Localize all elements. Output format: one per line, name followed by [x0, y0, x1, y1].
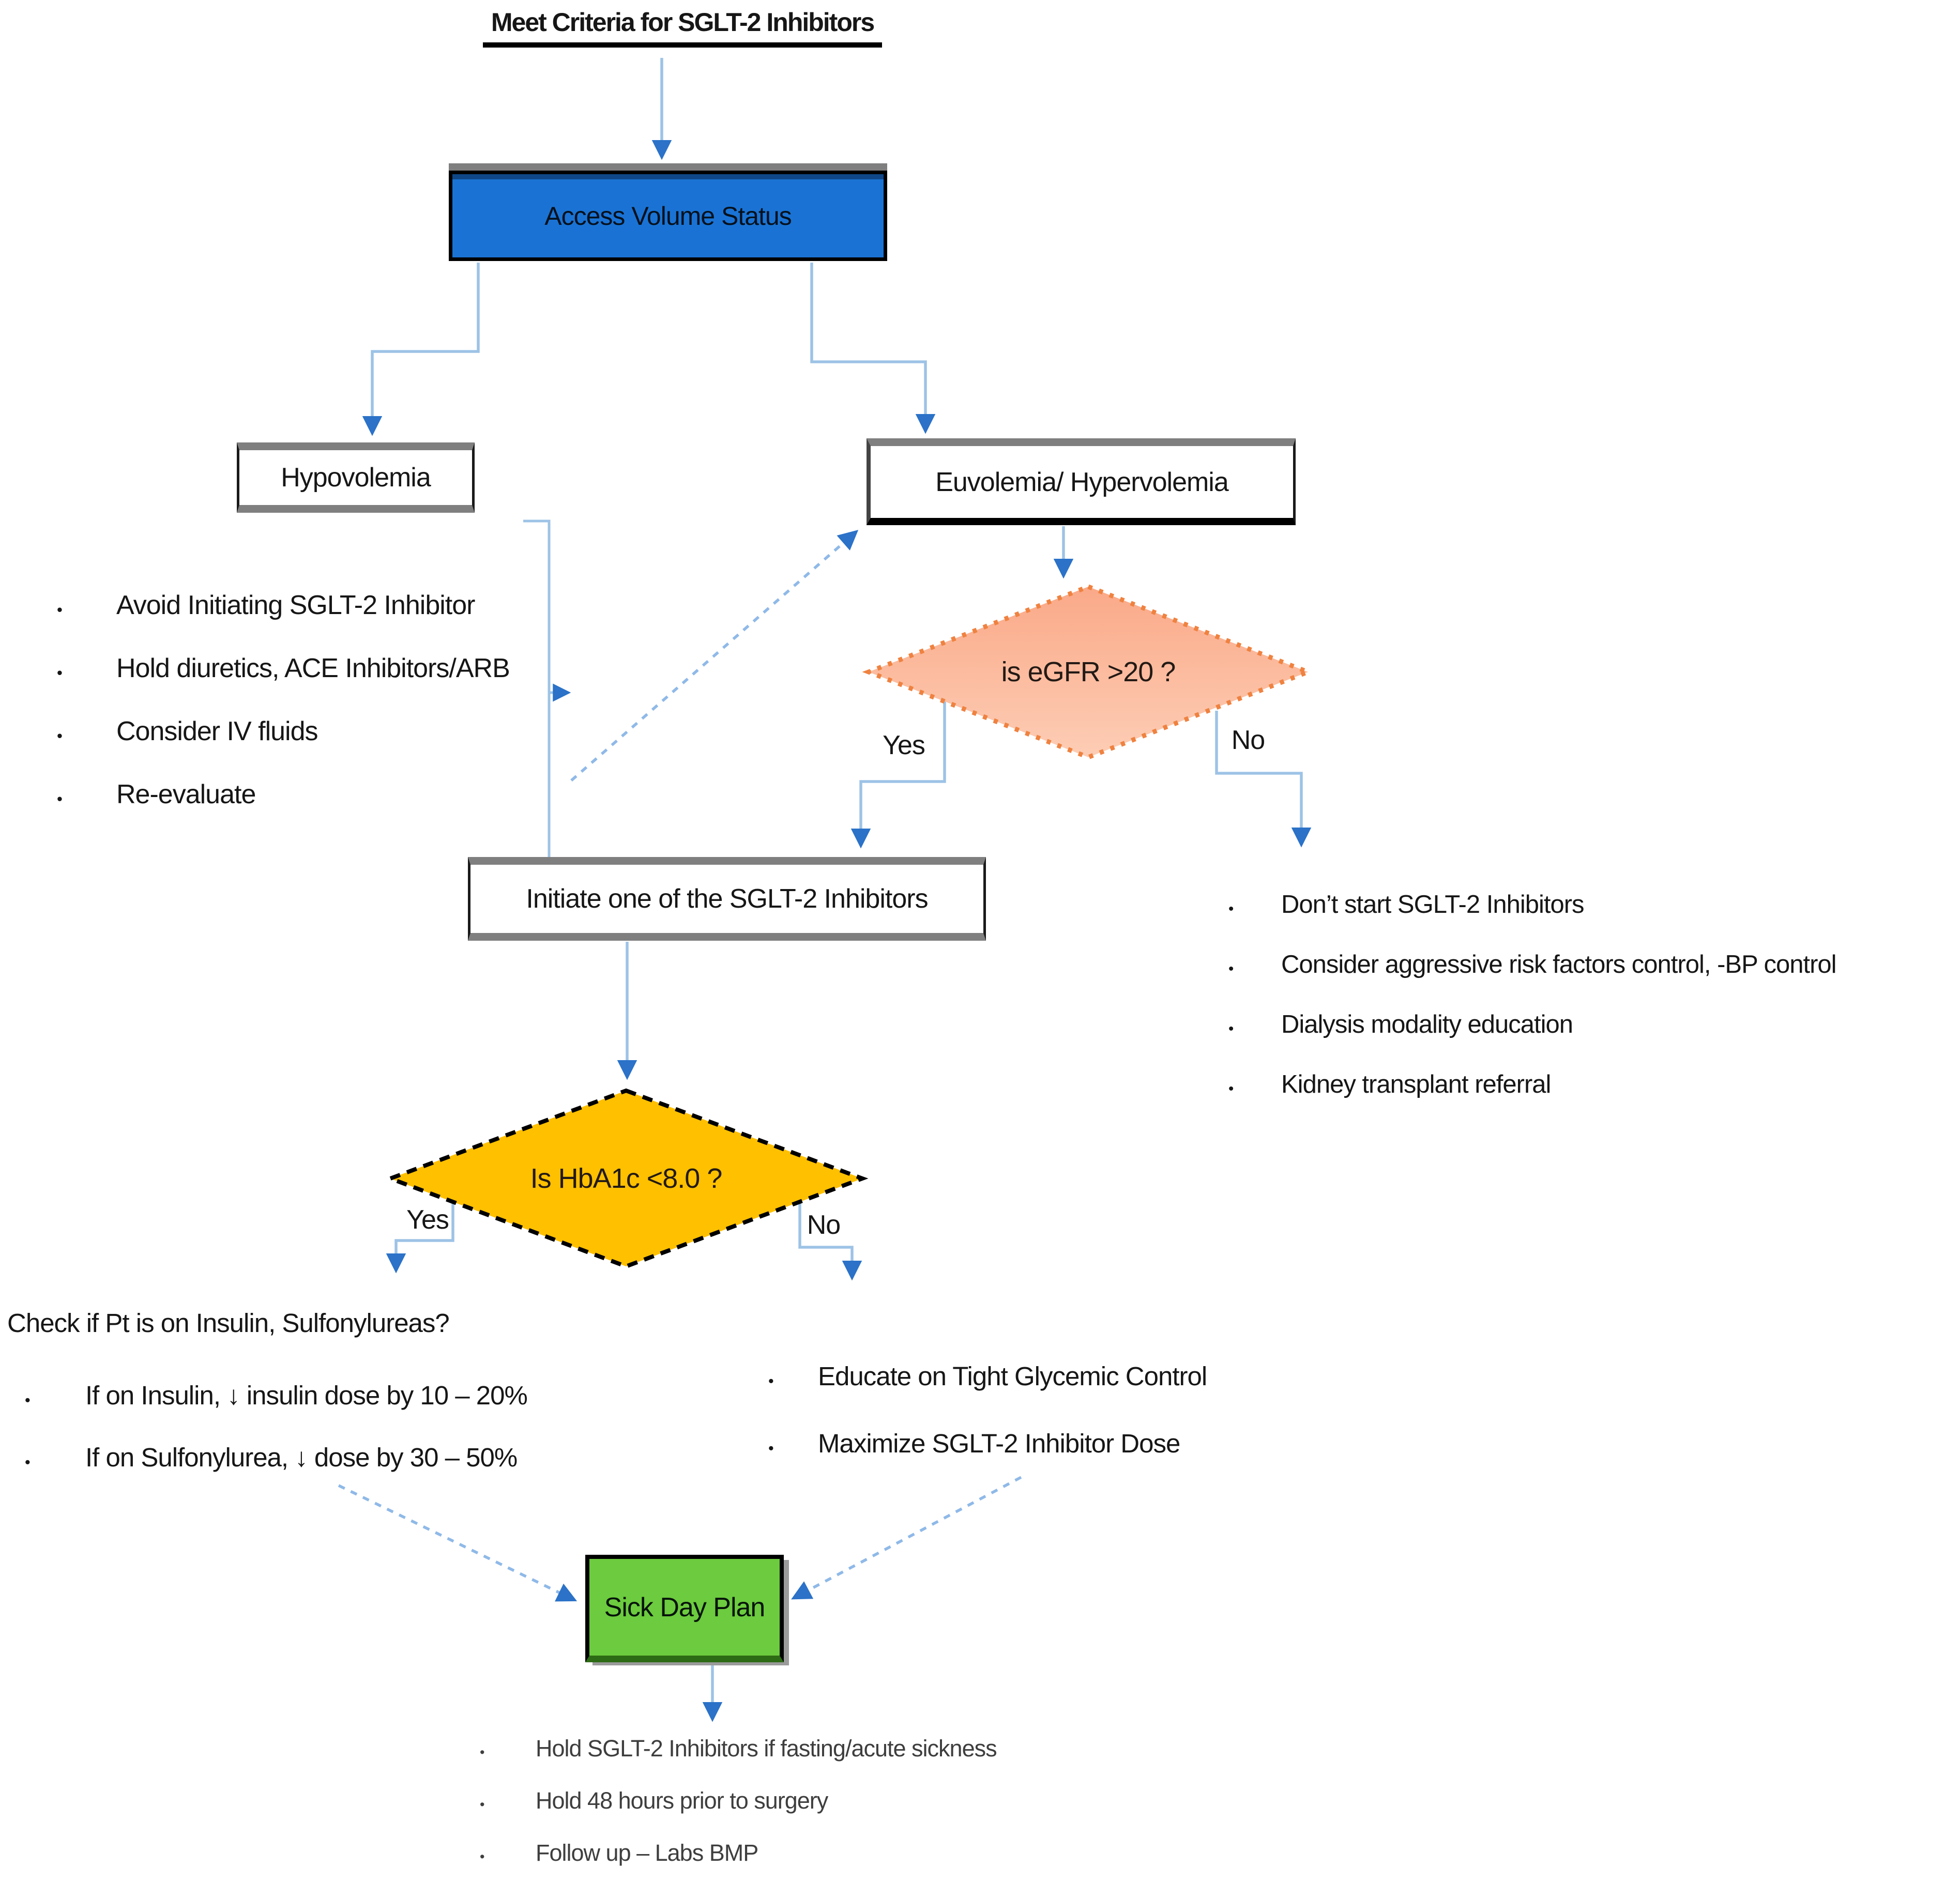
- connector-egfr-no-to-actions: [1215, 711, 1312, 848]
- euvolemia-node: Euvolemia/ Hypervolemia: [867, 438, 1296, 525]
- insulin-check-list: If on Insulin, ↓ insulin dose by 10 – 20…: [16, 1365, 528, 1493]
- list-item: Re-evaluate: [48, 763, 510, 831]
- page-title-wrap: Meet Criteria for SGLT-2 Inhibitors: [439, 7, 925, 48]
- access-volume-status-label: Access Volume Status: [544, 201, 792, 231]
- egfr-question-label: is eGFR >20 ?: [1001, 656, 1176, 687]
- hypovolemia-node: Hypovolemia: [237, 442, 475, 513]
- list-item: If on Sulfonylurea, ↓ dose by 30 – 50%: [16, 1427, 527, 1493]
- hypovolemia-actions-list: Avoid Initiating SGLT-2 InhibitorHold di…: [48, 574, 510, 831]
- list-item: Consider IV fluids: [48, 700, 510, 768]
- hypovolemia-actions-bracket: [523, 519, 551, 892]
- initiate-sglt2-node: Initiate one of the SGLT-2 Inhibitors: [468, 857, 986, 941]
- initiate-sglt2-label: Initiate one of the SGLT-2 Inhibitors: [526, 884, 928, 914]
- check-to-sickday-arrow: [338, 1484, 578, 1602]
- list-item: Consider aggressive risk factors control…: [1224, 935, 1837, 999]
- list-item: Maximize SGLT-2 Inhibitor Dose: [764, 1410, 1207, 1482]
- connector-hba1c-yes-to-check: [386, 1202, 454, 1274]
- egfr-decision-diamond: [862, 584, 1315, 760]
- page-title: Meet Criteria for SGLT-2 Inhibitors: [482, 7, 883, 48]
- sick-day-plan-label: Sick Day Plan: [604, 1592, 766, 1622]
- egfr-yes-label: Yes: [883, 730, 925, 760]
- list-item: Dialysis modality education: [1224, 994, 1836, 1059]
- connector-access-to-euvolemia: [810, 263, 936, 434]
- hypovolemia-label: Hypovolemia: [281, 463, 431, 493]
- access-volume-status-node: Access Volume Status: [449, 171, 887, 261]
- sick-day-plan-node: Sick Day Plan: [585, 1555, 784, 1662]
- hba1c-yes-label: Yes: [406, 1205, 449, 1235]
- list-item: If on Insulin, ↓ insulin dose by 10 – 20…: [16, 1365, 528, 1431]
- euvolemia-label: Euvolemia/ Hypervolemia: [935, 467, 1229, 497]
- list-item: Follow up – Labs BMP: [475, 1827, 997, 1883]
- hba1c-decision-diamond: [384, 1088, 869, 1269]
- hba1c-no-label: No: [807, 1210, 841, 1240]
- connector-egfr-yes-to-initiate: [850, 701, 946, 849]
- list-item: Hold diuretics, ACE Inhibitors/ARB: [48, 637, 510, 705]
- hba1c-question-label: Is HbA1c <8.0 ?: [530, 1163, 723, 1194]
- reevaluate-to-euvolemia-arrow: [570, 530, 859, 782]
- connector-access-to-hypovolemia: [362, 263, 480, 436]
- list-item: Avoid Initiating SGLT-2 Inhibitor: [48, 574, 510, 641]
- list-item: Hold 48 hours prior to surgery: [475, 1774, 997, 1831]
- egfr-no-label: No: [1231, 725, 1265, 755]
- glycemic-actions-list: Educate on Tight Glycemic ControlMaximiz…: [764, 1343, 1207, 1482]
- no-sglt2-actions-list: Don’t start SGLT-2 InhibitorsConsider ag…: [1224, 875, 1837, 1119]
- connector-hba1c-no-to-glycemic: [798, 1202, 862, 1281]
- list-item: Hold SGLT-2 Inhibitors if fasting/acute …: [475, 1722, 997, 1779]
- glycemic-to-sickday-arrow: [791, 1476, 1022, 1600]
- insulin-check-heading: Check if Pt is on Insulin, Sulfonylureas…: [7, 1308, 450, 1338]
- list-item: Kidney transplant referral: [1224, 1054, 1836, 1119]
- list-item: Educate on Tight Glycemic Control: [764, 1343, 1207, 1415]
- list-item: Don’t start SGLT-2 Inhibitors: [1224, 875, 1836, 939]
- sick-day-actions-list: Hold SGLT-2 Inhibitors if fasting/acute …: [475, 1722, 997, 1883]
